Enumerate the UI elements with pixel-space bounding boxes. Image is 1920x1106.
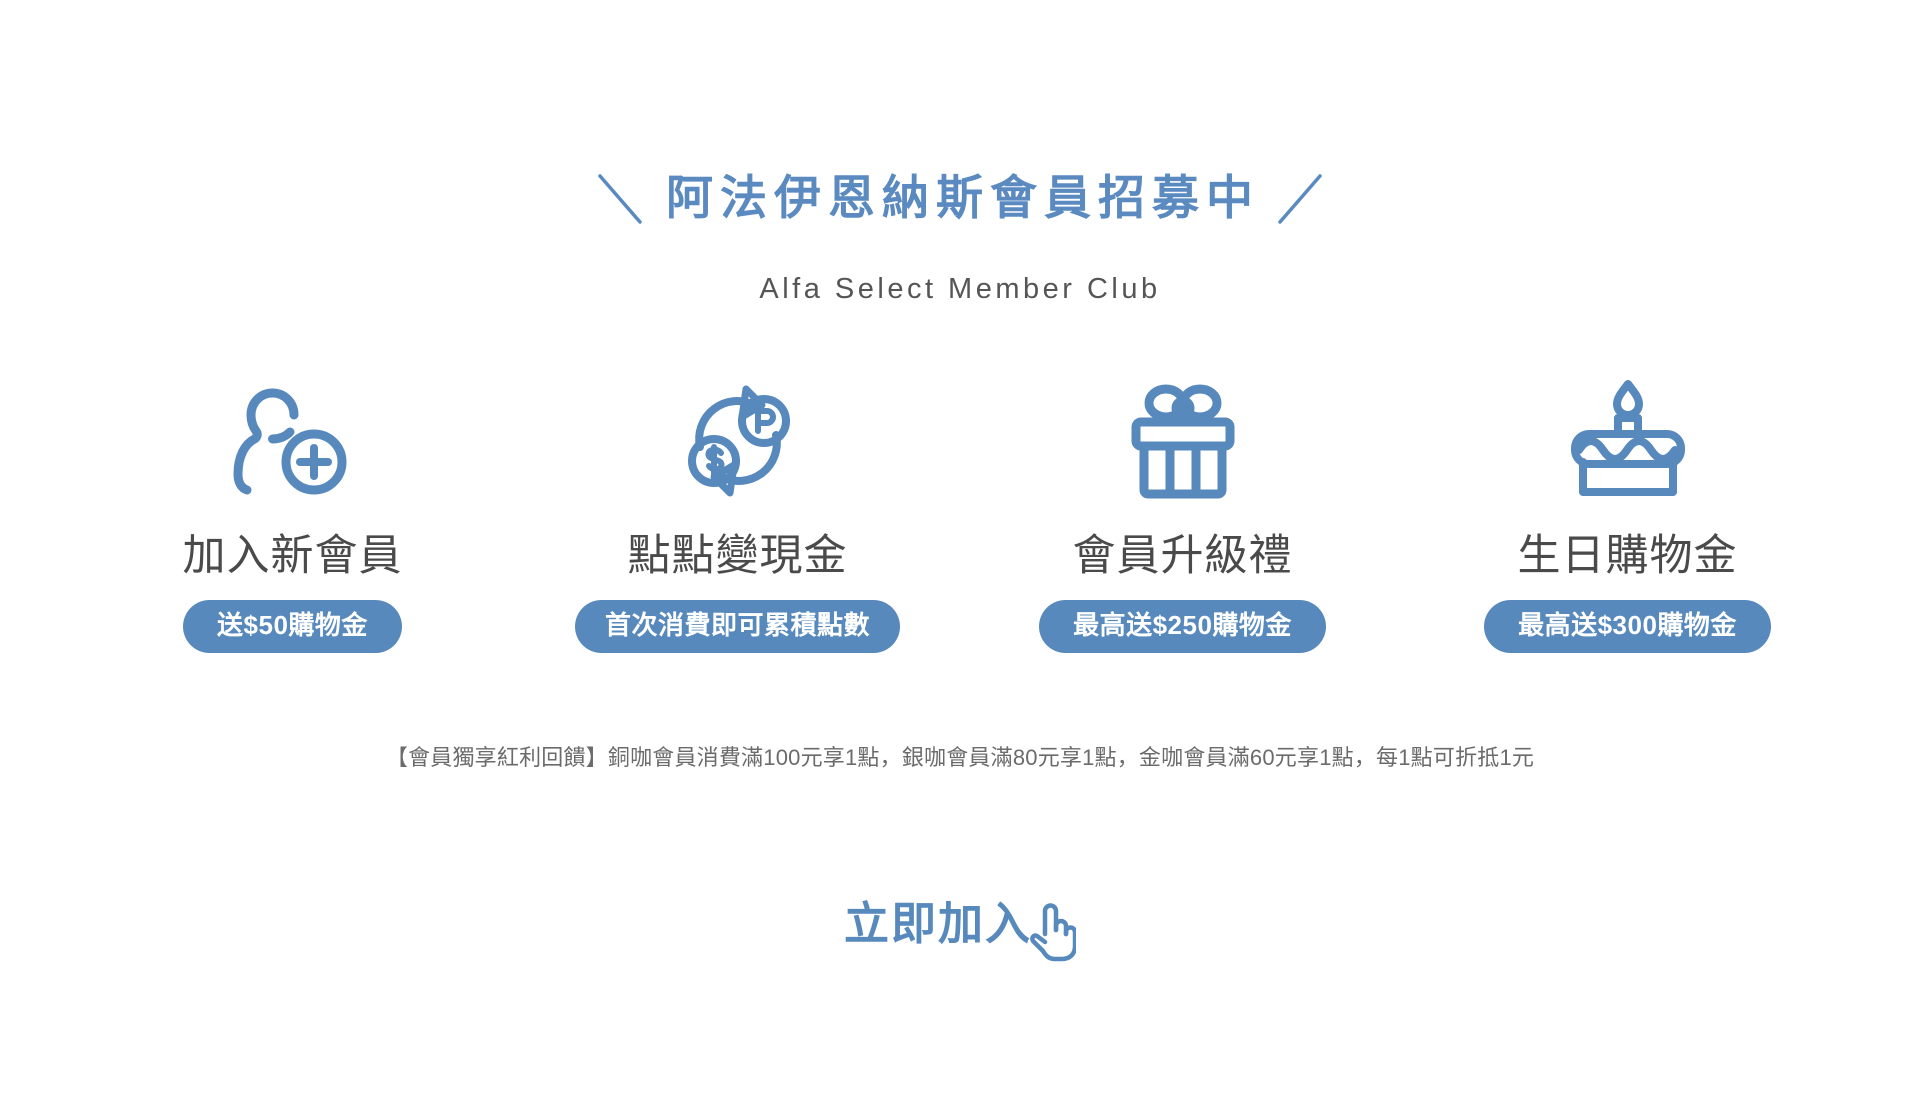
feature-item-new-member: 加入新會員 送$50購物金 <box>70 378 515 653</box>
pointing-hand-icon <box>1028 900 1076 962</box>
feature-title: 加入新會員 <box>182 532 403 580</box>
feature-title: 會員升級禮 <box>1072 532 1293 580</box>
feature-badge: 首次消費即可累積點數 <box>574 600 900 653</box>
slash-decoration-icon <box>1274 170 1326 228</box>
add-user-icon <box>232 378 354 503</box>
title-row: 阿法伊恩納斯會員招募中 <box>0 140 1920 257</box>
bonus-disclaimer-text: 【會員獨享紅利回饋】銅咖會員消費滿100元享1點，銀咖會員滿80元享1點，金咖會… <box>385 745 1535 770</box>
join-now-button[interactable]: 立即加入 <box>843 898 1076 962</box>
feature-badge: 最高送$300購物金 <box>1484 600 1771 653</box>
feature-item-birthday: 生日購物金 最高送$300購物金 <box>1405 378 1850 653</box>
feature-item-upgrade-gift: 會員升級禮 最高送$250購物金 <box>960 378 1405 653</box>
page-title: 阿法伊恩納斯會員招募中 <box>666 171 1260 225</box>
feature-item-points: 點點變現金 首次消費即可累積點數 <box>515 378 960 653</box>
feature-title: 生日購物金 <box>1517 532 1738 580</box>
backslash-decoration-icon <box>594 170 646 228</box>
points-to-cash-exchange-icon <box>676 378 800 503</box>
feature-list: 加入新會員 送$50購物金 <box>0 378 1920 653</box>
cta-container: 立即加入 <box>0 898 1920 962</box>
page-subtitle: Alfa Select Member Club <box>759 273 1161 306</box>
feature-badge: 最高送$250購物金 <box>1039 600 1326 653</box>
join-now-label: 立即加入 <box>843 898 1032 949</box>
feature-title: 點點變現金 <box>627 532 848 580</box>
feature-badge: 送$50購物金 <box>183 600 402 653</box>
page-header: 阿法伊恩納斯會員招募中 Alfa Select Member Club <box>0 140 1920 306</box>
birthday-cake-icon <box>1565 378 1691 503</box>
gift-box-icon <box>1122 378 1244 503</box>
